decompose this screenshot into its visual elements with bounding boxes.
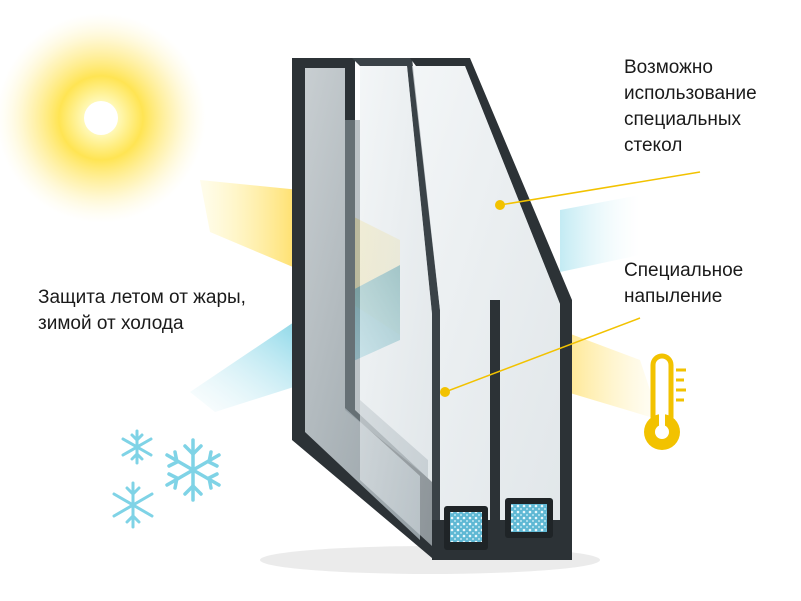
thermometer-icon	[644, 353, 686, 450]
spacer-right	[505, 498, 553, 538]
snowflake-icon	[165, 438, 221, 502]
label-special-glass: Возможно использование специальных стеко…	[624, 55, 757, 159]
glass-pane-front	[305, 68, 420, 540]
label-line: зимой от холода	[38, 313, 184, 334]
label-line: специальных	[624, 109, 742, 130]
label-line: напыление	[624, 286, 723, 307]
label-special-coating: Специальное напыление	[624, 258, 743, 310]
glass-unit	[260, 58, 600, 574]
label-line: Защита летом от жары,	[38, 287, 246, 308]
label-line: стекол	[624, 135, 683, 156]
spacer-left	[444, 506, 488, 550]
cold-beam-outgoing	[560, 195, 640, 272]
label-protection: Защита летом от жары, зимой от холода	[38, 285, 246, 337]
heat-beam-outgoing	[560, 330, 660, 420]
sun-icon	[0, 13, 206, 223]
snowflake-icon	[121, 429, 153, 465]
callout-special-glass	[495, 171, 701, 210]
label-line: использование	[624, 83, 757, 104]
callout-special-coating	[440, 317, 641, 397]
label-line: Специальное	[624, 260, 744, 281]
snowflake-icon	[112, 481, 154, 529]
label-line: Возможно	[624, 57, 713, 78]
